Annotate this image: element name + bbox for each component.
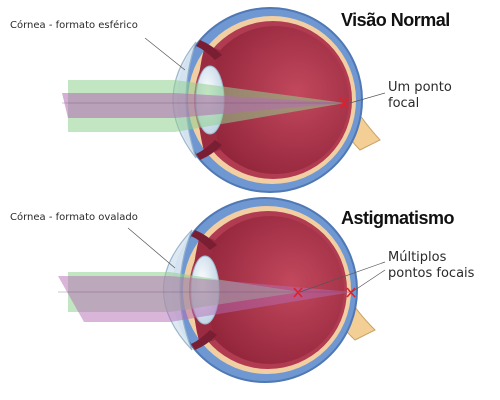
focal-leader-line [299, 261, 386, 293]
beam-purple [62, 93, 345, 118]
astigmatism-eye [58, 197, 386, 383]
beam-purple [58, 276, 352, 322]
normal-eye [62, 7, 386, 193]
focal-point-mark [339, 97, 349, 109]
cornea-leader-line [127, 227, 176, 269]
cornea-label-astigmatism: Córnea - formato ovalado [10, 212, 138, 223]
cornea-label-normal: Córnea - formato esférico [10, 20, 138, 31]
title-astigmatism: Astigmatismo [341, 208, 455, 228]
focal-label-astigmatism-line1: Múltiplos [388, 250, 447, 265]
focal-leader-line-2 [351, 269, 386, 293]
focal-label-normal: Um ponto focal [388, 80, 452, 112]
focal-point-mark-2 [346, 287, 356, 298]
focal-label-astigmatism: Múltiplos pontos focais [388, 250, 474, 282]
title-normal: Visão Normal [341, 10, 450, 30]
focal-label-normal-line1: Um ponto [388, 80, 452, 95]
focal-leader-line [349, 92, 386, 104]
focal-label-astigmatism-line2: pontos focais [388, 266, 475, 281]
cornea-leader-line [144, 37, 186, 71]
focal-label-normal-line2: focal [388, 96, 420, 111]
focal-point-mark-1 [293, 287, 303, 298]
